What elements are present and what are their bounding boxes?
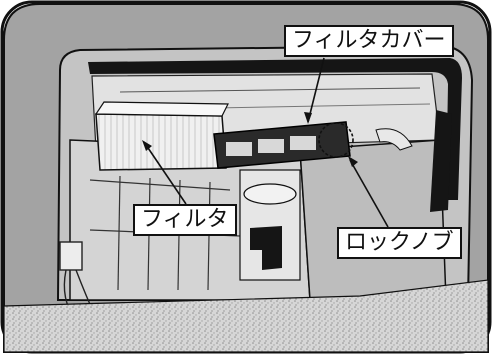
carpet bbox=[3, 279, 489, 353]
bracket bbox=[250, 226, 282, 270]
leader-lines bbox=[143, 57, 389, 228]
right-seal bbox=[430, 110, 452, 212]
label-filter-cover: フィルタカバー bbox=[284, 25, 454, 57]
label-lock-knob: ロックノブ bbox=[337, 227, 462, 259]
filter-element bbox=[95, 113, 227, 171]
housing-right bbox=[299, 139, 447, 301]
lock-knob-circle bbox=[318, 122, 354, 158]
label-filter: フィルタ bbox=[133, 204, 237, 236]
top-seal bbox=[88, 58, 462, 200]
